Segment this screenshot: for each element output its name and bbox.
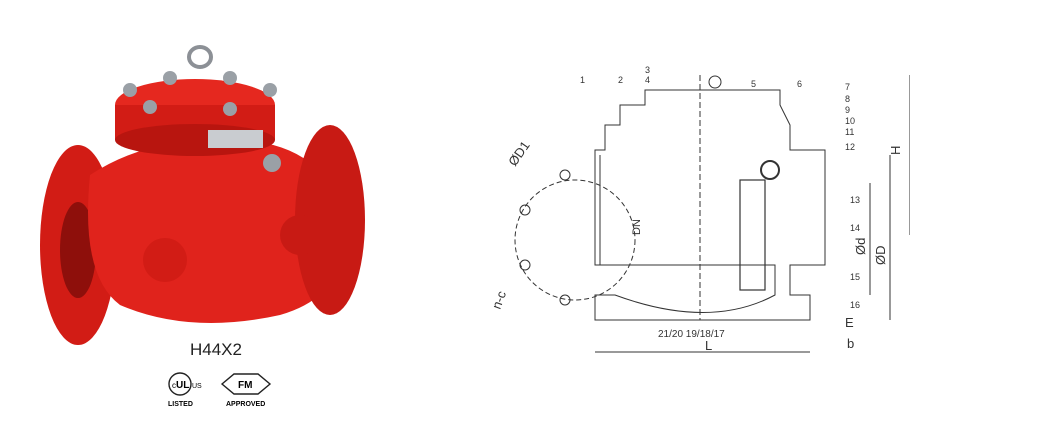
part-8: 8 — [845, 94, 850, 104]
label-e: E — [845, 315, 854, 330]
right-flange — [295, 125, 365, 315]
part-1: 1 — [580, 75, 585, 85]
part-14: 14 — [850, 223, 860, 233]
bolt — [223, 71, 237, 85]
label-b: b — [847, 336, 854, 351]
bolt-circle — [514, 179, 636, 301]
valve-section — [594, 89, 826, 321]
label-nc: n-c — [489, 288, 509, 311]
bolt — [263, 83, 277, 97]
fm-caption: APPROVED — [226, 401, 265, 408]
ul-right: US — [192, 383, 202, 390]
hinge-pin — [760, 160, 780, 180]
fm-mark: FM — [238, 380, 252, 391]
valve-photo — [40, 45, 365, 345]
lifting-eye-drawing — [708, 75, 722, 89]
fm-logo — [220, 373, 272, 395]
lifting-eye — [187, 45, 213, 69]
certification-marks: c UL US LISTED FM APPROVED — [168, 372, 272, 408]
part-16: 16 — [850, 300, 860, 310]
nameplate — [208, 130, 263, 148]
part-11: 11 — [845, 127, 854, 137]
ul-left: c — [172, 381, 176, 390]
part-9: 9 — [845, 105, 850, 115]
part-4: 4 — [645, 75, 650, 85]
part-10: 10 — [845, 116, 855, 126]
part-2: 2 — [618, 75, 623, 85]
technical-drawing: ØD1 n-c DN H Ød ØD L E b 21/20 19/18/17 … — [489, 65, 910, 353]
label-bottom-parts: 21/20 19/18/17 — [658, 329, 725, 340]
side-boss — [143, 238, 187, 282]
part-12: 12 — [845, 142, 855, 152]
disc — [739, 179, 766, 291]
ul-logo — [168, 372, 192, 396]
bolt — [223, 102, 237, 116]
part-5: 5 — [751, 79, 756, 89]
bolt — [123, 83, 137, 97]
part-3: 3 — [645, 65, 650, 75]
left-flange-bore — [60, 202, 96, 298]
label-d-big: ØD — [873, 246, 888, 266]
ul-mark: UL — [176, 380, 189, 391]
model-label: H44X2 — [190, 340, 242, 359]
label-d-small: Ød — [853, 238, 868, 255]
label-d1: ØD1 — [505, 138, 533, 169]
part-15: 15 — [850, 272, 860, 282]
bolt — [143, 100, 157, 114]
ul-caption: LISTED — [168, 401, 193, 408]
part-13: 13 — [850, 195, 860, 205]
bolt — [163, 71, 177, 85]
part-7: 7 — [845, 82, 850, 92]
label-dn: DN — [631, 219, 643, 235]
label-h: H — [888, 146, 903, 155]
part-6: 6 — [797, 79, 802, 89]
label-l: L — [705, 338, 712, 353]
